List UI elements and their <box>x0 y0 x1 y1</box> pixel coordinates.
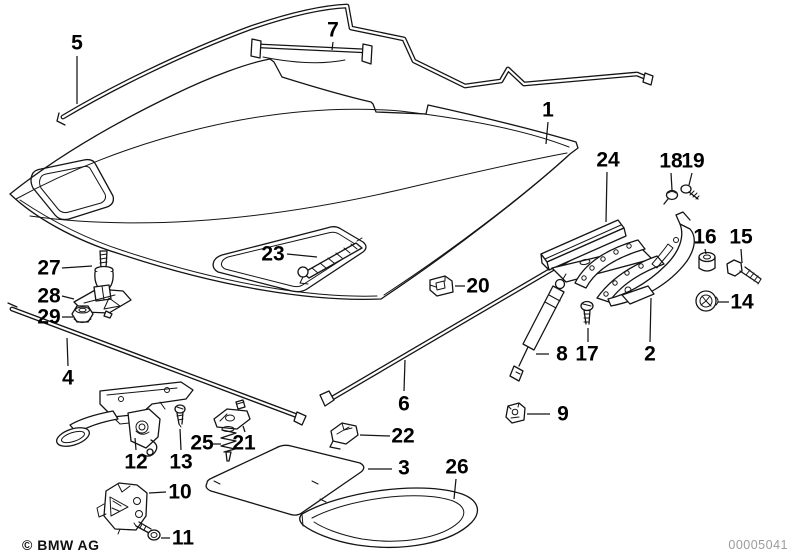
hood-latch <box>55 381 194 457</box>
part-callout-23[interactable]: 23 <box>261 242 285 266</box>
leader-line-21 <box>242 425 246 433</box>
leader-line-26 <box>453 478 457 500</box>
molding-strip-4 <box>7 302 307 426</box>
part-callout-1[interactable]: 1 <box>542 98 554 122</box>
part-callout-2[interactable]: 2 <box>644 342 656 366</box>
diagram-number: 00005041 <box>728 538 788 552</box>
clip-9 <box>505 402 526 424</box>
part-callout-14[interactable]: 14 <box>730 290 754 314</box>
part-callout-6[interactable]: 6 <box>398 392 410 416</box>
part-callout-20[interactable]: 20 <box>466 274 490 298</box>
part-callout-12[interactable]: 12 <box>124 450 148 474</box>
leader-line-6 <box>403 359 406 392</box>
leader-line-10 <box>148 491 167 494</box>
part-callout-11[interactable]: 11 <box>171 526 195 550</box>
nut-29 <box>71 305 94 323</box>
screw-18 <box>663 189 679 205</box>
copyright-text: © BMW AG <box>22 537 100 553</box>
part-callout-3[interactable]: 3 <box>398 456 410 480</box>
leader-line-18 <box>670 172 673 191</box>
part-callout-17[interactable]: 17 <box>575 342 599 366</box>
part-callout-24[interactable]: 24 <box>596 148 620 172</box>
part-callout-19[interactable]: 19 <box>681 149 705 173</box>
leader-line-27 <box>61 265 93 269</box>
gasket-strip-7 <box>250 38 373 65</box>
part-callout-10[interactable]: 10 <box>168 480 192 504</box>
leader-line-4 <box>66 337 69 367</box>
clip-nut-20 <box>429 275 454 297</box>
screw-13 <box>174 404 186 428</box>
bolt-11 <box>133 521 161 541</box>
part-callout-25[interactable]: 25 <box>190 431 214 455</box>
hood-seal-strip <box>56 3 654 126</box>
part-callout-29[interactable]: 29 <box>37 305 61 329</box>
insulation-panel <box>205 444 365 516</box>
screw-19 <box>680 184 700 200</box>
part-callout-4[interactable]: 4 <box>62 366 74 390</box>
part-callout-26[interactable]: 26 <box>445 455 469 479</box>
cap-nut-14 <box>695 290 719 312</box>
spring-screw-25 <box>220 426 237 462</box>
leader-line-23 <box>286 253 318 258</box>
leader-lines <box>61 41 743 539</box>
bushing-16 <box>698 251 716 272</box>
part-callout-18[interactable]: 18 <box>659 149 683 173</box>
bolt-17 <box>580 300 594 325</box>
leader-line-2 <box>649 297 652 343</box>
leader-line-1 <box>545 121 549 145</box>
gasket-26 <box>299 487 479 548</box>
end-cap-22 <box>329 422 359 450</box>
leader-line-16 <box>704 248 707 255</box>
leader-line-13 <box>179 428 182 451</box>
leader-line-24 <box>605 171 608 223</box>
part-callout-22[interactable]: 22 <box>391 424 415 448</box>
part-callout-9[interactable]: 9 <box>557 402 569 426</box>
part-callout-8[interactable]: 8 <box>556 342 568 366</box>
part-callout-28[interactable]: 28 <box>37 284 61 308</box>
leader-line-22 <box>359 434 391 437</box>
part-callout-27[interactable]: 27 <box>37 256 61 280</box>
bracket-21 <box>213 399 251 430</box>
hood-lock <box>96 482 148 535</box>
bolt-15 <box>726 259 762 285</box>
vent-grille <box>297 237 363 285</box>
hinge-assembly <box>540 211 695 307</box>
leader-line-7 <box>331 41 334 51</box>
part-callout-5[interactable]: 5 <box>71 31 83 55</box>
part-callout-16[interactable]: 16 <box>693 225 717 249</box>
part-callout-21[interactable]: 21 <box>232 431 256 455</box>
leader-line-28 <box>61 295 75 300</box>
part-callout-7[interactable]: 7 <box>327 18 339 42</box>
part-callout-13[interactable]: 13 <box>169 450 193 474</box>
part-callout-15[interactable]: 15 <box>729 225 753 249</box>
gas-strut <box>509 273 567 382</box>
hood-panel <box>9 58 579 300</box>
leader-line-19 <box>688 172 693 186</box>
leader-line-12 <box>134 437 137 451</box>
leader-line-15 <box>740 248 743 264</box>
